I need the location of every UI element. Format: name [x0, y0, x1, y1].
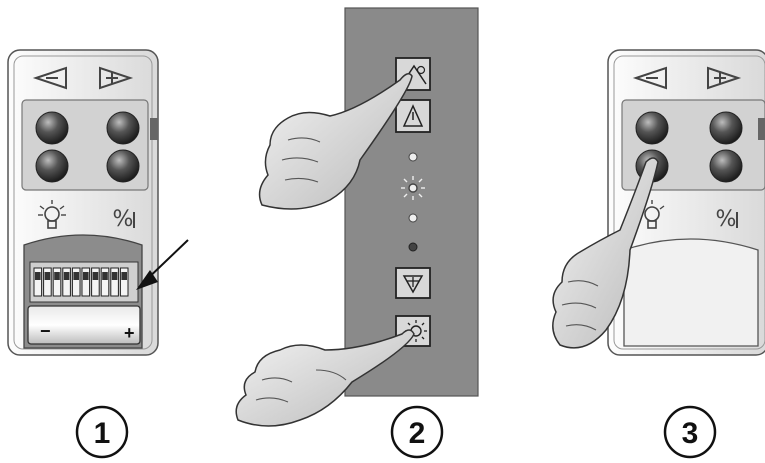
- remote-button[interactable]: [35, 111, 69, 145]
- dip-switch[interactable]: [33, 267, 43, 297]
- dip-switch-knob: [63, 272, 70, 280]
- dip-switch[interactable]: [62, 267, 71, 297]
- led-off: [408, 213, 418, 223]
- dip-switch-knob: [44, 272, 51, 280]
- svg-text:%: %: [716, 207, 737, 232]
- arrow-left-icon: [32, 66, 67, 90]
- blind-down-button[interactable]: [395, 267, 431, 299]
- dip-switch-knob: [111, 272, 118, 280]
- dip-switch[interactable]: [43, 267, 52, 297]
- led-dark: [408, 242, 418, 252]
- dip-switch-knob: [121, 272, 127, 280]
- remote-button[interactable]: [106, 111, 140, 145]
- arrow-right-icon: [99, 66, 134, 90]
- percent-icon: %: [716, 207, 738, 232]
- step-2-label: 2: [409, 417, 426, 450]
- remote-button[interactable]: [709, 149, 743, 183]
- hand-pointing-icon: [235, 329, 415, 427]
- percent-icon: %: [113, 207, 135, 232]
- dip-switch-knob: [35, 272, 41, 280]
- warning-button[interactable]: [395, 99, 431, 133]
- dip-switch-knob: [102, 272, 108, 280]
- dip-switch-knob: [54, 272, 60, 280]
- led-off: [408, 152, 418, 162]
- dip-switch[interactable]: [81, 267, 91, 297]
- wall-panel: [344, 7, 479, 397]
- battery: − +: [27, 305, 141, 345]
- dip-switch-knob: [73, 272, 79, 280]
- step-1-label: 1: [94, 417, 111, 450]
- hand-pointing-icon: [552, 157, 659, 349]
- dip-switch-knob: [92, 272, 99, 280]
- led-blinking: [401, 176, 425, 200]
- dip-switch[interactable]: [100, 267, 110, 297]
- dip-switch-block[interactable]: [33, 267, 129, 297]
- step-3-label: 3: [682, 417, 699, 450]
- hand-pointing-icon: [258, 73, 413, 210]
- step-1-circle: [75, 405, 129, 459]
- remote-button[interactable]: [35, 149, 69, 183]
- dip-switch-knob: [83, 272, 89, 280]
- dip-switch[interactable]: [119, 267, 129, 297]
- step-2-circle: [390, 405, 444, 459]
- dip-switch[interactable]: [91, 267, 100, 297]
- dip-switch[interactable]: [71, 267, 81, 297]
- arrow-left-icon: [632, 66, 667, 90]
- remote-button[interactable]: [709, 111, 743, 145]
- dip-switch[interactable]: [110, 267, 119, 297]
- remote-button[interactable]: [106, 149, 140, 183]
- remote-button[interactable]: [635, 111, 669, 145]
- dip-switch[interactable]: [52, 267, 62, 297]
- light-bulb-icon: [38, 200, 66, 229]
- battery-plus-label: +: [124, 323, 135, 343]
- pointer-arrow: [136, 239, 189, 290]
- step-3-circle: [663, 405, 717, 459]
- svg-text:%: %: [113, 207, 134, 232]
- remote-1: % − +: [7, 49, 189, 356]
- arrow-right-icon: [707, 66, 742, 90]
- battery-minus-label: −: [40, 321, 51, 341]
- remote-3: %: [607, 49, 765, 356]
